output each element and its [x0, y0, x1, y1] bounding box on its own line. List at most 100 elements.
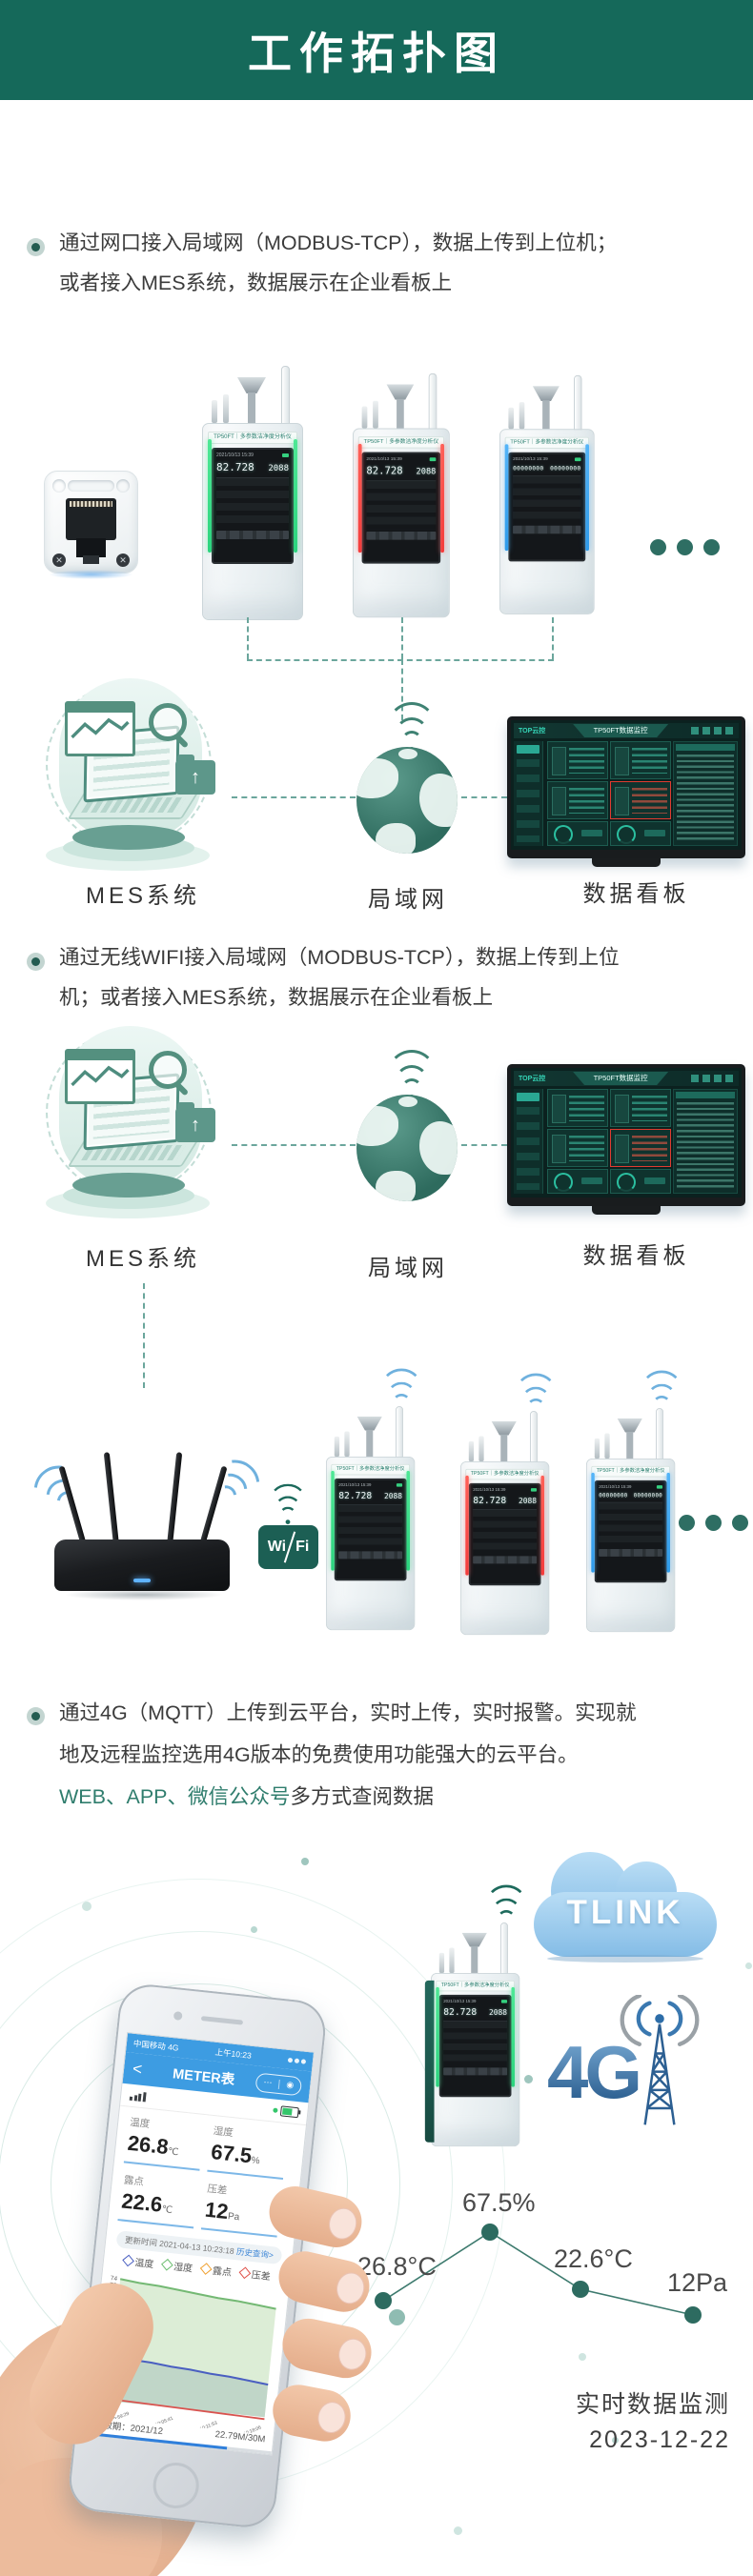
- battery-icon: [273, 2104, 299, 2119]
- history-link[interactable]: 历史查询>: [235, 2246, 275, 2261]
- status-icons: [287, 2057, 307, 2064]
- screw-icon: [52, 553, 66, 567]
- value-dewpoint: 22.6°C: [554, 2244, 633, 2273]
- analyzer-device-wifi: TP50FT｜多参数洁净度分析仪 2021/10/13 15:39 82.728…: [326, 1368, 424, 1631]
- connector-line: [461, 1144, 507, 1146]
- status-light-strip: [591, 1472, 595, 1573]
- device-brand-label: TP50FT｜多参数洁净度分析仪: [357, 436, 444, 449]
- connector-line: [461, 796, 507, 798]
- wifi-signal-icon: [513, 1373, 560, 1418]
- dashboard-logo: TOP云控: [519, 728, 546, 735]
- device-card: [610, 741, 671, 779]
- wifi-badge: Wi Fi: [258, 1525, 318, 1569]
- antenna-icon: [281, 366, 290, 425]
- device-brand-label: TP50FT｜多参数洁净度分析仪: [436, 1980, 515, 1992]
- cloud-label: TLINK: [566, 1894, 684, 1931]
- home-button[interactable]: [151, 2460, 202, 2511]
- sensor-funnel-icon: [356, 1417, 383, 1457]
- device-card: [547, 1089, 608, 1127]
- cell-tower-icon: [620, 1995, 700, 2125]
- deco-dot: [251, 1926, 257, 1933]
- device-card: [547, 741, 608, 779]
- wifi-signal-icon: [378, 1368, 425, 1413]
- battery-icon: [530, 1488, 538, 1492]
- data-dashboard-monitor: TOP云控 TP50FT数据监控: [507, 716, 745, 867]
- gauge-widget: [610, 1169, 671, 1194]
- wifi-signal-icon: [639, 1370, 685, 1415]
- sensor-funnel-icon: [386, 384, 416, 429]
- label-lan: 局域网: [368, 1256, 448, 1281]
- sensor-funnel-icon: [236, 377, 267, 423]
- carrier-label: 中国移动 4G: [132, 2038, 179, 2053]
- wifi-signal-icon: [483, 1884, 530, 1929]
- status-light-strip: [357, 443, 362, 553]
- antenna-icon: [500, 1922, 508, 1975]
- label-mes: MES系统: [85, 1246, 200, 1272]
- connector-line: [552, 617, 554, 659]
- antenna-icon: [656, 1408, 663, 1460]
- label-board: 数据看板: [582, 881, 690, 907]
- ellipsis-icon: [650, 539, 720, 555]
- dashboard-sidebar: [514, 1089, 543, 1194]
- analyzer-device-wifi: TP50FT｜多参数洁净度分析仪 2021/10/13 15:39 000000…: [586, 1370, 684, 1633]
- phone-camera: [173, 2011, 183, 2021]
- deco-dot: [301, 1858, 309, 1865]
- antenna-icon: [428, 372, 438, 431]
- dashboard-sidebar: [514, 741, 543, 846]
- svg-text:74: 74: [110, 2275, 117, 2283]
- tlink-cloud: TLINK: [534, 1852, 717, 1964]
- device-card-alarm: [610, 781, 671, 819]
- upload-folder-icon: [175, 755, 215, 795]
- device-card: [610, 1089, 671, 1127]
- ellipsis-icon: [679, 1515, 748, 1531]
- status-light-strip: [511, 1986, 515, 2087]
- chart-window-icon: [65, 701, 135, 756]
- value-humidity: 67.5%: [462, 2188, 536, 2217]
- analyzer-device: TP50FT｜多参数洁净度分析仪 2021/10/13 15:39 82.728…: [202, 364, 303, 620]
- miniapp-capsule[interactable]: ⋯◉: [254, 2071, 303, 2096]
- upload-folder-icon: [175, 1102, 215, 1142]
- app-title: METER表: [172, 2066, 235, 2089]
- analyzer-device: TP50FT｜多参数洁净度分析仪 2021/10/13 15:39 000000…: [499, 373, 595, 614]
- gauge-widget: [547, 821, 608, 846]
- value-temperature: 26.8°C: [357, 2252, 437, 2281]
- realtime-values-plot: 26.8°C 67.5% 22.6°C 12Pa: [357, 2188, 728, 2324]
- sensor-funnel-icon: [461, 1933, 488, 1973]
- status-light-strip: [331, 1470, 335, 1571]
- dashboard-table: [673, 1089, 738, 1194]
- screw-icon: [116, 553, 130, 567]
- deco-dot: [82, 1902, 92, 1911]
- status-light-strip: [666, 1472, 670, 1573]
- connector-line: [232, 1144, 356, 1146]
- ethernet-jack-icon: [44, 471, 138, 579]
- page-header: 工作拓扑图: [0, 0, 753, 100]
- bullet-icon: [27, 953, 45, 971]
- status-light-strip: [208, 439, 212, 553]
- status-light-strip: [436, 1986, 439, 2087]
- bullet-icon: [27, 1707, 45, 1725]
- deco-dot: [745, 1962, 752, 1969]
- phone-speaker: [200, 2016, 244, 2025]
- sensor-funnel-icon: [617, 1419, 643, 1459]
- deco-dot: [454, 2526, 462, 2535]
- bullet-icon: [27, 238, 45, 256]
- label-lan: 局域网: [368, 887, 448, 913]
- label-board: 数据看板: [582, 1243, 690, 1269]
- device-brand-label: TP50FT｜多参数洁净度分析仪: [331, 1463, 410, 1476]
- back-button[interactable]: <: [132, 2059, 144, 2079]
- metric-dewpoint: 露点 22.6℃: [117, 2169, 199, 2229]
- gauge-widget: [547, 1169, 608, 1194]
- caption-title: 实时数据监测: [575, 2391, 730, 2418]
- dashboard-title: TP50FT数据监控: [573, 724, 669, 737]
- device-brand-label: TP50FT｜多参数洁净度分析仪: [504, 436, 589, 449]
- deco-dot: [579, 2353, 586, 2361]
- status-light-strip: [406, 1470, 410, 1571]
- analyzer-device-4g: TP50FT｜多参数洁净度分析仪 2021/10/13 15:39 82.728…: [424, 1884, 529, 2147]
- deco-dot: [389, 2309, 405, 2325]
